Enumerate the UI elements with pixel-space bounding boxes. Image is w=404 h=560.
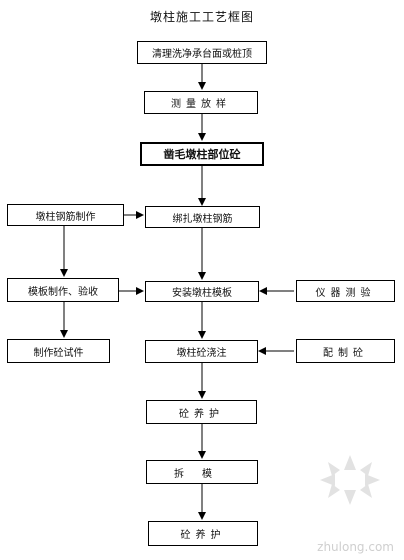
- node-rebar-make: 墩柱钢筋制作: [7, 204, 124, 226]
- node-form-install: 安装墩柱模板: [145, 281, 259, 302]
- diagram-title: 墩柱施工工艺框图: [149, 10, 254, 24]
- watermark-logo-icon: [320, 455, 380, 505]
- node-cure-2: 砼养护: [148, 521, 258, 546]
- node-survey: 测量放样: [144, 91, 258, 114]
- watermark-text: zhulong.com: [317, 540, 394, 554]
- node-clean: 清理洗净承台面或桩顶: [137, 41, 267, 64]
- node-chisel: 凿毛墩柱部位砼: [140, 142, 264, 166]
- node-specimen: 制作砼试件: [7, 339, 110, 363]
- node-rebar-tie: 绑扎墩柱钢筋: [145, 206, 260, 228]
- node-strip: 拆模: [146, 460, 258, 484]
- node-cure-1: 砼养护: [146, 400, 257, 424]
- node-pour: 墩柱砼浇注: [145, 340, 258, 363]
- node-form-make: 模板制作、验收: [7, 278, 119, 302]
- node-instrument: 仪器测验: [296, 280, 395, 302]
- node-mix: 配制砼: [296, 339, 395, 363]
